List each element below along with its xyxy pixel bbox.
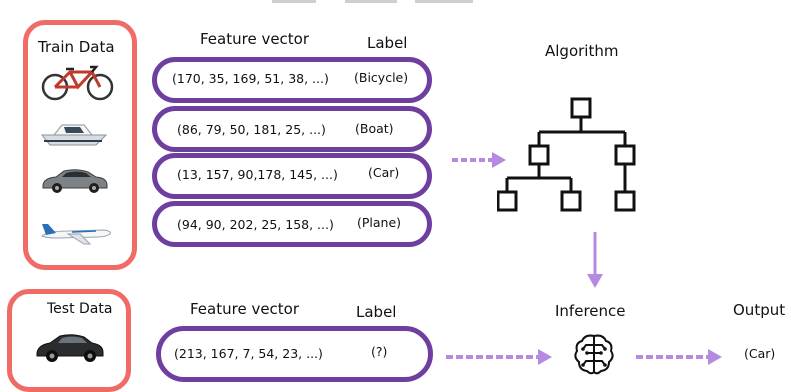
train-row-vector: (94, 90, 202, 25, 158, ...) (177, 217, 334, 232)
train-label-header: Label (367, 34, 408, 52)
top-strip (415, 0, 473, 3)
test-row-vector: (213, 167, 7, 54, 23, ...) (174, 346, 323, 361)
train-row-pill (152, 106, 432, 152)
top-strip (272, 0, 316, 3)
dashed-arrow-right (452, 152, 506, 168)
sports-car-icon (36, 334, 104, 362)
algorithm-title: Algorithm (545, 42, 619, 60)
train-row-vector: (13, 157, 90,178, 145, ...) (177, 167, 338, 182)
train-row-label: (Car) (368, 165, 400, 180)
train-data-box (23, 20, 137, 270)
test-feature-vector-header: Feature vector (190, 300, 300, 318)
test-row-label: (?) (371, 344, 388, 359)
test-data-box (7, 289, 131, 392)
train-row-label: (Boat) (355, 121, 394, 136)
arrow-down (587, 232, 603, 288)
test-row-pill (156, 326, 433, 382)
train-row-pill (152, 153, 432, 199)
output-title: Output (733, 301, 786, 319)
train-data-title: Train Data (38, 38, 115, 56)
decision-tree-icon (497, 97, 636, 212)
plane-icon (41, 224, 111, 245)
brain-chip-icon (574, 334, 614, 375)
output-value: (Car) (744, 346, 776, 361)
train-row-pill (152, 201, 432, 247)
train-row-vector: (170, 35, 169, 51, 38, ...) (172, 71, 329, 86)
train-row-vector: (86, 79, 50, 181, 25, ...) (177, 122, 326, 137)
train-feature-vector-header: Feature vector (200, 30, 310, 48)
boat-icon (40, 124, 108, 146)
test-data-title: Test Data (47, 301, 113, 317)
dashed-arrow-right (446, 349, 552, 365)
train-row-label: (Plane) (357, 215, 402, 230)
car-icon (42, 169, 108, 193)
inference-title: Inference (555, 302, 626, 320)
dashed-arrow-right (636, 349, 722, 365)
bicycle-icon (41, 65, 114, 101)
train-row-label: (Bicycle) (354, 70, 409, 85)
test-label-header: Label (356, 303, 397, 321)
train-row-pill (152, 57, 432, 103)
top-strip (345, 0, 397, 3)
